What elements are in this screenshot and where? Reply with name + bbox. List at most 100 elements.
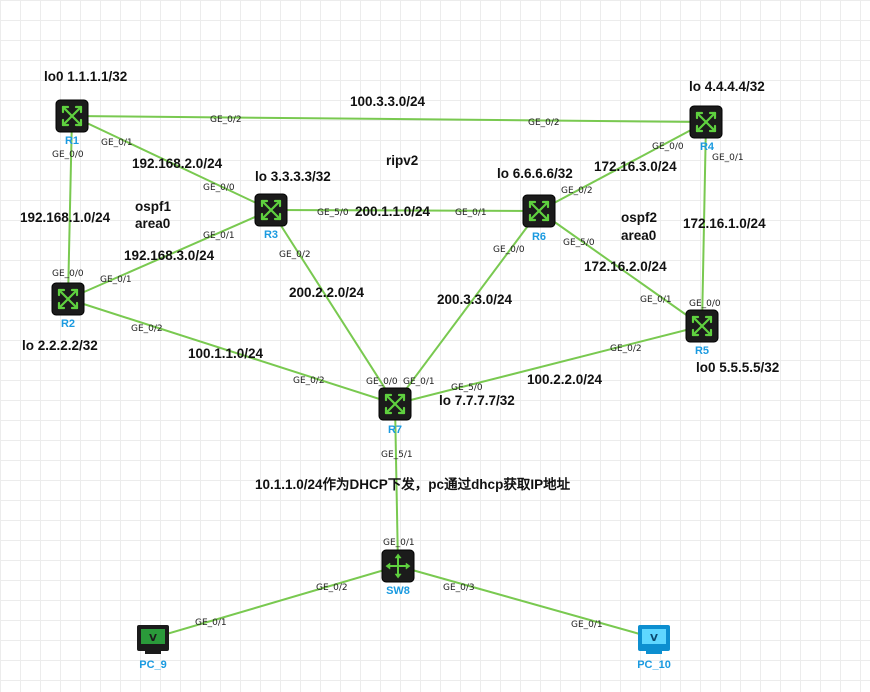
port-label: GE_5/0: [317, 208, 349, 218]
loopback-label-r1: lo0 1.1.1.1/32: [44, 69, 127, 84]
area-label-ospf1-area: area0: [135, 216, 170, 231]
device-label-r4: R4: [700, 141, 715, 153]
port-labels: GE_0/2 GE_0/2 GE_0/0 GE_0/0 GE_0/1 GE_0/…: [52, 115, 744, 630]
router-r1[interactable]: R1: [54, 98, 90, 147]
switch-icon: [381, 549, 415, 583]
annotations: lo0 1.1.1.1/32 lo 2.2.2.2/32 lo 3.3.3.3/…: [22, 69, 779, 492]
port-label: GE_0/2: [528, 118, 560, 128]
area-label-rip: ripv2: [386, 153, 418, 168]
port-label: GE_0/0: [689, 299, 721, 309]
port-label: GE_0/0: [652, 142, 684, 152]
device-label-r1: R1: [65, 135, 79, 147]
area-label-ospf2: ospf2: [621, 210, 657, 225]
port-label: GE_5/1: [381, 450, 413, 460]
port-label: GE_0/1: [101, 138, 133, 148]
pc-pc10[interactable]: V PC_10: [637, 625, 671, 671]
router-icon: [521, 193, 557, 229]
link-r1-r2: [67, 115, 73, 300]
router-r4[interactable]: R4: [688, 104, 724, 153]
loopback-label-r7: lo 7.7.7.7/32: [439, 393, 515, 408]
network-label-r4-r5: 172.16.1.0/24: [683, 216, 766, 231]
router-r6[interactable]: R6: [521, 193, 557, 243]
link-r7-r5: [394, 325, 703, 405]
devices: R1 R2 R3 R4 R5 R6 R7: [50, 98, 724, 671]
area-label-ospf2-area: area0: [621, 228, 656, 243]
network-label-r2-r3: 192.168.3.0/24: [124, 248, 215, 263]
port-label: GE_0/2: [131, 324, 163, 334]
port-label: GE_0/1: [203, 231, 235, 241]
network-label-r6-r5: 172.16.2.0/24: [584, 259, 667, 274]
port-label: GE_0/2: [210, 115, 242, 125]
link-sw8-pc9: [152, 565, 399, 639]
port-label: GE_0/1: [640, 295, 672, 305]
dhcp-note: 10.1.1.0/24作为DHCP下发，pc通过dhcp获取IP地址: [255, 476, 571, 492]
port-label: GE_0/0: [493, 245, 525, 255]
links: [67, 115, 707, 639]
pc-icon: V: [137, 625, 169, 654]
device-label-r7: R7: [388, 424, 402, 436]
network-label-r1-r2: 192.168.1.0/24: [20, 210, 111, 225]
port-label: GE_0/1: [571, 620, 603, 630]
router-r2[interactable]: R2: [50, 281, 86, 330]
area-label-ospf1: ospf1: [135, 199, 171, 214]
port-label: GE_0/1: [383, 538, 415, 548]
network-label-r6-r7: 200.3.3.0/24: [437, 292, 513, 307]
port-label: GE_0/2: [610, 344, 642, 354]
network-labels: 100.3.3.0/24 192.168.1.0/24 192.168.2.0/…: [20, 94, 766, 387]
link-r4-r5: [701, 121, 707, 327]
network-label-r2-r7: 100.1.1.0/24: [188, 346, 264, 361]
pc-pc9[interactable]: V PC_9: [137, 625, 169, 671]
link-r7-sw8: [394, 403, 399, 567]
port-label: GE_5/0: [451, 383, 483, 393]
device-label-pc9: PC_9: [139, 659, 167, 671]
device-label-pc10: PC_10: [637, 659, 671, 671]
router-icon: [688, 104, 724, 140]
link-r3-r6: [270, 209, 540, 212]
loopback-label-r3: lo 3.3.3.3/32: [255, 169, 331, 184]
svg-text:V: V: [149, 633, 157, 644]
router-icon: [377, 386, 413, 422]
router-r7[interactable]: R7: [377, 386, 413, 436]
link-r2-r3: [67, 209, 272, 300]
port-label: GE_0/0: [203, 183, 235, 193]
device-label-r6: R6: [532, 231, 546, 243]
port-label: GE_0/3: [443, 583, 475, 593]
loopback-label-r5: lo0 5.5.5.5/32: [696, 360, 779, 375]
router-icon: [684, 308, 720, 344]
port-label: GE_0/1: [195, 618, 227, 628]
device-label-r2: R2: [61, 318, 75, 330]
switch-sw8[interactable]: SW8: [381, 549, 415, 597]
router-icon: [253, 192, 289, 228]
loopback-label-r4: lo 4.4.4.4/32: [689, 79, 765, 94]
loopback-label-r6: lo 6.6.6.6/32: [497, 166, 573, 181]
link-r3-r7: [270, 209, 396, 405]
port-label: GE_0/1: [712, 153, 744, 163]
device-label-r3: R3: [264, 229, 278, 241]
link-r1-r3: [71, 115, 272, 211]
port-label: GE_0/2: [316, 583, 348, 593]
router-icon: [50, 281, 86, 317]
port-label: GE_0/2: [561, 186, 593, 196]
link-r6-r4: [538, 121, 707, 212]
router-r5[interactable]: R5: [684, 308, 720, 357]
port-label: GE_0/1: [100, 275, 132, 285]
svg-text:V: V: [650, 633, 658, 644]
network-label-r3-r7: 200.2.2.0/24: [289, 285, 365, 300]
port-label: GE_0/1: [403, 377, 435, 387]
network-label-r3-r6: 200.1.1.0/24: [355, 204, 431, 219]
pc-icon: V: [638, 625, 670, 654]
port-label: GE_0/2: [279, 250, 311, 260]
port-label: GE_0/1: [455, 208, 487, 218]
router-r3[interactable]: R3: [253, 192, 289, 241]
link-r1-r4: [71, 115, 707, 123]
port-label: GE_0/2: [293, 376, 325, 386]
port-label: GE_5/0: [563, 238, 595, 248]
port-label: GE_0/0: [366, 377, 398, 387]
link-sw8-pc10: [397, 565, 655, 639]
network-label-r7-r5: 100.2.2.0/24: [527, 372, 603, 387]
port-label: GE_0/0: [52, 269, 84, 279]
network-label-r1-r3: 192.168.2.0/24: [132, 156, 223, 171]
device-label-sw8: SW8: [386, 585, 410, 597]
network-label-r1-r4: 100.3.3.0/24: [350, 94, 426, 109]
